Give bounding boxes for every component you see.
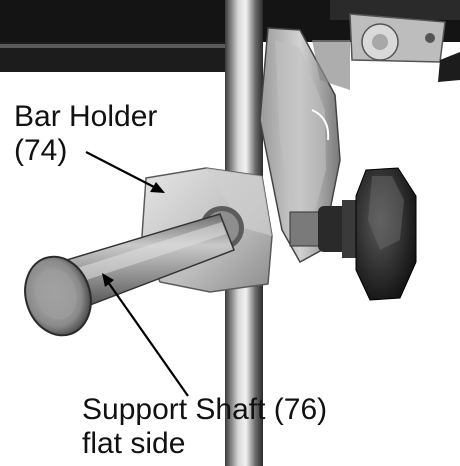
support-shaft-label-line1: Support Shaft (76) [82, 393, 328, 426]
support-shaft-arrow [102, 273, 189, 397]
support-shaft-label-line2: flat side [82, 427, 186, 460]
clamp-knob [289, 167, 417, 301]
bar-holder-label-line1: Bar Holder [14, 100, 158, 133]
curved-plate [259, 27, 350, 264]
support-shaft-label: Support Shaft (76) flat side [82, 393, 327, 461]
support-shaft [24, 213, 235, 337]
top-bracket-with-bolt [349, 13, 460, 82]
bar-holder-arrow [85, 151, 165, 193]
bar-holder-label-line2: (74) [14, 134, 68, 167]
bar-holder-label: Bar Holder (74) [14, 100, 157, 168]
